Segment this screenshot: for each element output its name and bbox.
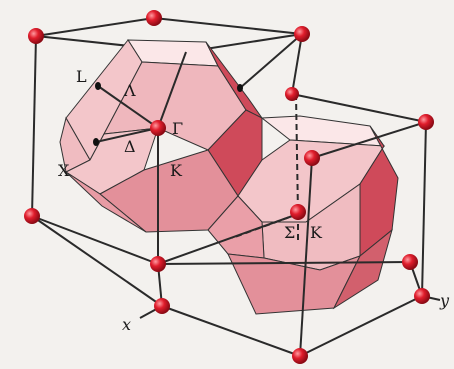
point-upper-right — [237, 84, 243, 92]
atom — [285, 87, 299, 101]
axis-label-y: y — [439, 291, 450, 310]
atom — [154, 298, 170, 314]
label-K-right: K — [310, 223, 323, 242]
atom-gamma — [150, 120, 166, 136]
atom — [402, 254, 418, 270]
right-bottom-right-face — [332, 228, 393, 310]
atom — [150, 256, 166, 272]
label-Lambda: Λ — [123, 81, 136, 100]
right-left-face — [207, 195, 265, 259]
atom — [146, 10, 162, 26]
lattice-atoms — [24, 10, 434, 364]
brillouin-zone-left — [59, 39, 263, 233]
label-Delta: Δ — [124, 137, 136, 156]
brillouin-zone-right — [207, 115, 399, 315]
atom — [24, 208, 40, 224]
axis-label-x: x — [122, 315, 131, 334]
lattice-frame-back — [31, 17, 427, 297]
atom — [418, 114, 434, 130]
label-K-left: K — [170, 161, 183, 180]
atom — [292, 348, 308, 364]
label-Sigma: Σ — [284, 223, 295, 242]
symmetry-points — [93, 82, 243, 146]
atom — [414, 288, 430, 304]
atom — [290, 204, 306, 220]
point-X — [93, 138, 99, 146]
atom — [304, 150, 320, 166]
atom — [294, 26, 310, 42]
label-L: L — [76, 67, 87, 86]
point-L — [95, 82, 101, 90]
diagram-labels: L Λ Γ Δ X K Σ K x y — [58, 67, 450, 334]
atom — [28, 28, 44, 44]
left-bottom-left-face — [65, 171, 147, 233]
label-X: X — [58, 161, 70, 180]
left-right-dark-face — [205, 41, 263, 119]
label-Gamma: Γ — [172, 119, 183, 138]
